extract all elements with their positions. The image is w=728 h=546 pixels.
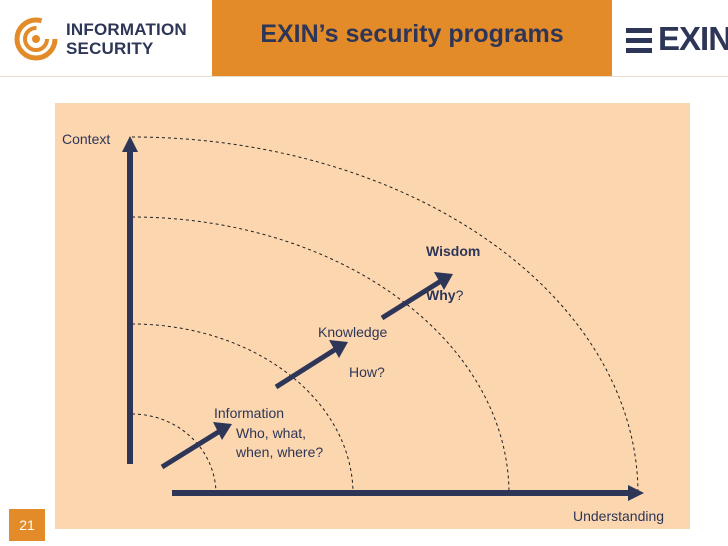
arc-1	[131, 413, 217, 495]
exin-mark-icon	[626, 28, 652, 53]
information-question-line-1: Who, what,	[236, 425, 307, 441]
wisdom-question-word: Why	[426, 287, 456, 303]
quarter-arcs	[131, 136, 639, 495]
header-bar: INFORMATION SECURITY EXIN’s security pro…	[0, 0, 728, 76]
information-label: Information	[214, 405, 285, 421]
logo-line-2: SECURITY	[66, 39, 154, 58]
wisdom-label: Wisdom	[426, 243, 481, 259]
step-arrow-wisdom	[380, 272, 453, 321]
arc-4	[131, 136, 639, 495]
exin-logo: EXIN	[626, 20, 728, 60]
title-banner: EXIN’s security programs	[212, 0, 612, 76]
diagram-panel	[55, 103, 690, 529]
information-security-logo: INFORMATION SECURITY	[14, 14, 214, 64]
wisdom-question: Why?	[426, 287, 463, 303]
knowledge-question: How?	[349, 364, 385, 380]
exin-wordmark: EXIN	[658, 20, 728, 57]
logo-wordmark: INFORMATION SECURITY	[66, 20, 187, 58]
step-arrow-knowledge	[274, 340, 348, 390]
header-divider	[0, 76, 728, 77]
arc-3	[131, 216, 510, 495]
arc-2	[131, 323, 354, 495]
x-axis-label: Understanding	[573, 508, 665, 524]
knowledge-label: Knowledge	[318, 324, 388, 340]
wisdom-question-mark: ?	[455, 287, 464, 303]
target-icon	[14, 17, 58, 61]
information-question-line-2: when, where?	[236, 444, 324, 460]
step-arrow-information	[160, 422, 232, 470]
y-axis-label: Context	[62, 131, 111, 147]
x-axis-arrow	[172, 485, 644, 501]
y-axis-arrow	[122, 136, 138, 464]
logo-line-1: INFORMATION	[66, 20, 187, 39]
slide-title: EXIN’s security programs	[260, 20, 564, 48]
page-number: 21	[9, 509, 45, 541]
